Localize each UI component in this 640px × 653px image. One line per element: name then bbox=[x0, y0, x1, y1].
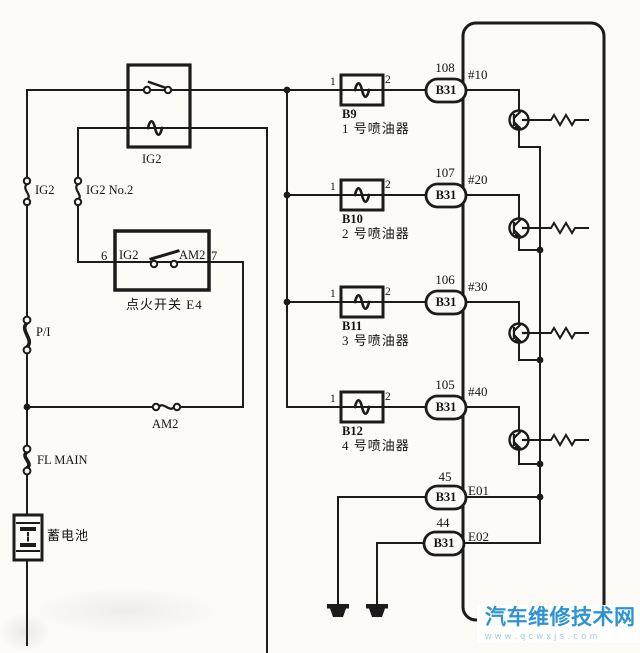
connector-oval-44 bbox=[422, 530, 466, 557]
connector-oval-107 bbox=[424, 182, 468, 209]
injector-coil-3 bbox=[353, 293, 371, 311]
resistor-1 bbox=[527, 113, 589, 127]
injector3-pin: 106 bbox=[435, 272, 455, 287]
injector4-ecu-terminal: #40 bbox=[468, 384, 488, 399]
fuse-ig2no2-label: IG2 No.2 bbox=[86, 183, 134, 197]
fuse-flmain-label: FL MAIN bbox=[37, 453, 88, 467]
injector3-terminal-2: 2 bbox=[385, 286, 391, 298]
injector2-terminal-1: 1 bbox=[330, 181, 336, 193]
transistor-2 bbox=[508, 217, 530, 239]
e01-pin: 45 bbox=[438, 469, 452, 484]
transistor-3 bbox=[508, 322, 530, 344]
injector3-ecu-terminal: #30 bbox=[468, 279, 488, 294]
injector2-ecu-terminal: #20 bbox=[468, 172, 488, 187]
relay-contact bbox=[142, 80, 173, 95]
injector-coil-2 bbox=[353, 186, 371, 204]
fuse-ig2no2-symbol bbox=[73, 176, 83, 207]
switch-term-am2: AM2 bbox=[179, 248, 206, 262]
injector1-name: 1 号喷油器 bbox=[342, 121, 410, 136]
relay-coil bbox=[146, 119, 164, 137]
injector1-ecu-terminal: #10 bbox=[468, 67, 488, 82]
ecu-stage1-emitter bbox=[518, 129, 541, 148]
resistor-3 bbox=[527, 326, 589, 340]
e01-terminal: E01 bbox=[468, 483, 489, 498]
ignition-switch-label: 点火开关 E4 bbox=[126, 297, 203, 312]
injector3-connector: B31 bbox=[435, 295, 457, 309]
injector2-pin: 107 bbox=[435, 165, 455, 180]
ignition-switch-contact bbox=[149, 249, 180, 269]
e01-connector: B31 bbox=[435, 490, 457, 504]
injector2-connector: B31 bbox=[435, 188, 457, 202]
wire-switch-row bbox=[77, 261, 244, 408]
connector-oval-106 bbox=[424, 289, 468, 316]
ignition-switch-box bbox=[113, 229, 211, 292]
injector3-code: B11 bbox=[342, 319, 363, 333]
ecu-stage2-emitter bbox=[518, 237, 541, 251]
fuse-am2-label: AM2 bbox=[152, 417, 179, 431]
fuse-ig2-symbol bbox=[22, 176, 32, 207]
injector-coil-4 bbox=[353, 398, 371, 416]
injector-box-3 bbox=[339, 285, 385, 319]
battery-box bbox=[12, 513, 44, 562]
connector-oval-45 bbox=[424, 484, 468, 511]
injector2-name: 2 号喷油器 bbox=[342, 226, 410, 241]
resistor-2 bbox=[527, 221, 589, 235]
connector-oval-108 bbox=[424, 77, 468, 104]
relay-box bbox=[126, 63, 192, 149]
transistor-4 bbox=[508, 429, 530, 451]
injector4-name: 4 号喷油器 bbox=[342, 438, 410, 453]
ecu-stage3-emitter bbox=[518, 342, 541, 361]
injector4-code: B12 bbox=[342, 424, 363, 438]
junction-dots bbox=[23, 86, 544, 501]
injector4-pin: 105 bbox=[435, 377, 455, 392]
injector1-connector: B31 bbox=[435, 83, 457, 97]
injector1-code: B9 bbox=[342, 107, 357, 121]
injector4-terminal-1: 1 bbox=[330, 393, 336, 405]
connector-oval-105 bbox=[424, 394, 468, 421]
watermark: 汽车维修技术网 www.qcwxjs.com bbox=[477, 605, 640, 644]
switch-pin-7: 7 bbox=[211, 249, 218, 263]
watermark-url: www.qcwxjs.com bbox=[485, 631, 601, 642]
battery-symbol bbox=[16, 522, 40, 552]
resistor-4 bbox=[527, 433, 589, 447]
ground-symbol-1 bbox=[327, 604, 349, 617]
injector3-name: 3 号喷油器 bbox=[342, 333, 410, 348]
fusible-link-pi-symbol bbox=[22, 315, 32, 355]
ground-symbol-2 bbox=[366, 604, 388, 617]
battery-label: 蓄电池 bbox=[47, 528, 90, 543]
fuse-am2-symbol bbox=[151, 402, 182, 412]
injector2-terminal-2: 2 bbox=[385, 179, 391, 191]
injector-coil-1 bbox=[353, 81, 371, 99]
switch-term-ig2: IG2 bbox=[119, 248, 139, 262]
e02-pin: 44 bbox=[436, 515, 450, 530]
transistor-1 bbox=[508, 109, 530, 131]
relay-label: IG2 bbox=[142, 152, 162, 166]
wire-relay-coil-left bbox=[77, 127, 268, 263]
injector3-terminal-1: 1 bbox=[330, 288, 336, 300]
watermark-title: 汽车维修技术网 bbox=[485, 606, 636, 629]
injector4-terminal-2: 2 bbox=[385, 391, 391, 403]
injector1-pin: 108 bbox=[435, 60, 455, 75]
fusible-link-flmain-symbol bbox=[22, 444, 32, 476]
injector1-terminal-1: 1 bbox=[330, 76, 336, 88]
injector-box-2 bbox=[339, 178, 385, 212]
ecu-stage4-emitter bbox=[518, 449, 541, 465]
switch-pin-6: 6 bbox=[101, 249, 108, 263]
injector2-code: B10 bbox=[342, 212, 363, 226]
injector1-terminal-2: 2 bbox=[385, 74, 391, 86]
injector-box-4 bbox=[339, 390, 385, 424]
injector4-connector: B31 bbox=[435, 400, 457, 414]
fuse-pi-label: P/I bbox=[36, 325, 51, 339]
fuse-ig2-label: IG2 bbox=[35, 183, 55, 197]
injector-box-1 bbox=[339, 73, 385, 107]
e02-connector: B31 bbox=[433, 536, 455, 550]
e02-terminal: E02 bbox=[468, 529, 489, 544]
